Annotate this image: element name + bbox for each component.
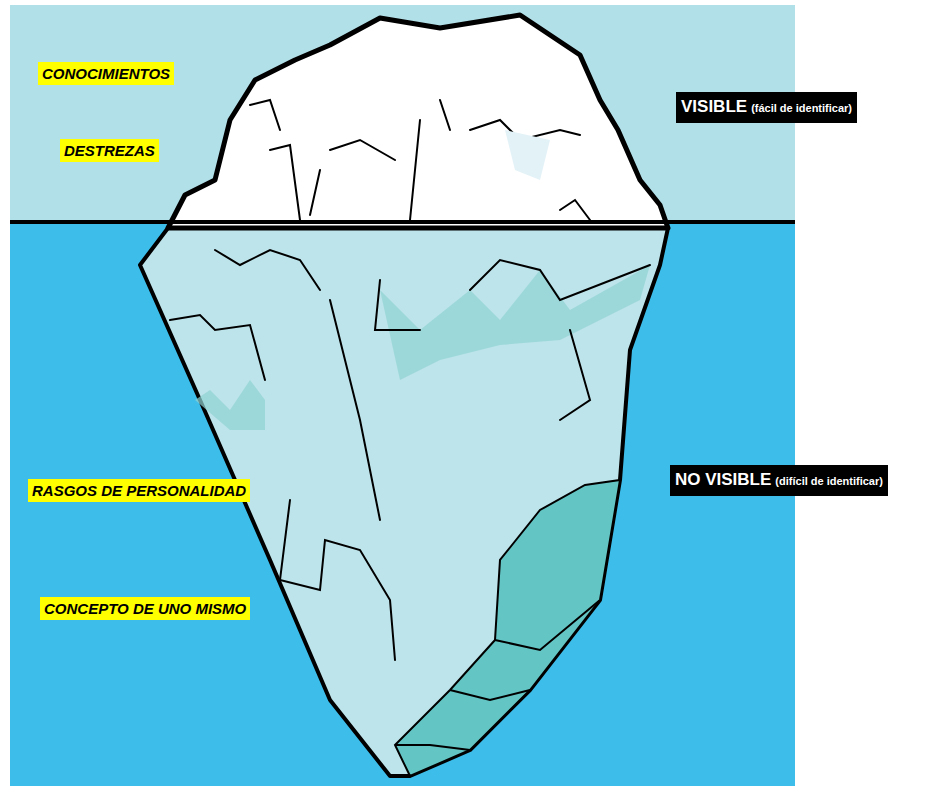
label-note: (fácil de identificar) xyxy=(751,102,852,114)
highlight-label: CONCEPTO DE UNO MISMO xyxy=(40,597,250,620)
highlight-label: RASGOS DE PERSONALIDAD xyxy=(28,479,250,502)
iceberg-tip xyxy=(168,15,668,228)
label-text: DESTREZAS xyxy=(64,142,155,159)
iceberg-facet xyxy=(395,480,620,776)
label-text: CONOCIMIENTOS xyxy=(42,65,170,82)
iceberg-facet-lines xyxy=(395,600,600,750)
visibility-tag: VISIBLE (fácil de identificar) xyxy=(676,92,857,123)
label-text: RASGOS DE PERSONALIDAD xyxy=(32,482,246,499)
label-text: NO VISIBLE xyxy=(675,470,771,489)
water-area xyxy=(10,222,795,786)
label-note: (difícil de identificar) xyxy=(775,475,883,487)
iceberg-tip-lines xyxy=(250,100,590,220)
iceberg-submerged xyxy=(140,228,668,776)
highlight-label: CONOCIMIENTOS xyxy=(38,62,174,85)
waterline xyxy=(10,220,795,224)
iceberg-tip-shade xyxy=(505,130,550,180)
label-text: VISIBLE xyxy=(681,97,747,116)
iceberg-shade xyxy=(195,380,265,430)
highlight-label: DESTREZAS xyxy=(60,139,159,162)
label-text: CONCEPTO DE UNO MISMO xyxy=(44,600,246,617)
visibility-tag: NO VISIBLE (difícil de identificar) xyxy=(670,465,888,496)
iceberg-shade xyxy=(380,265,650,380)
